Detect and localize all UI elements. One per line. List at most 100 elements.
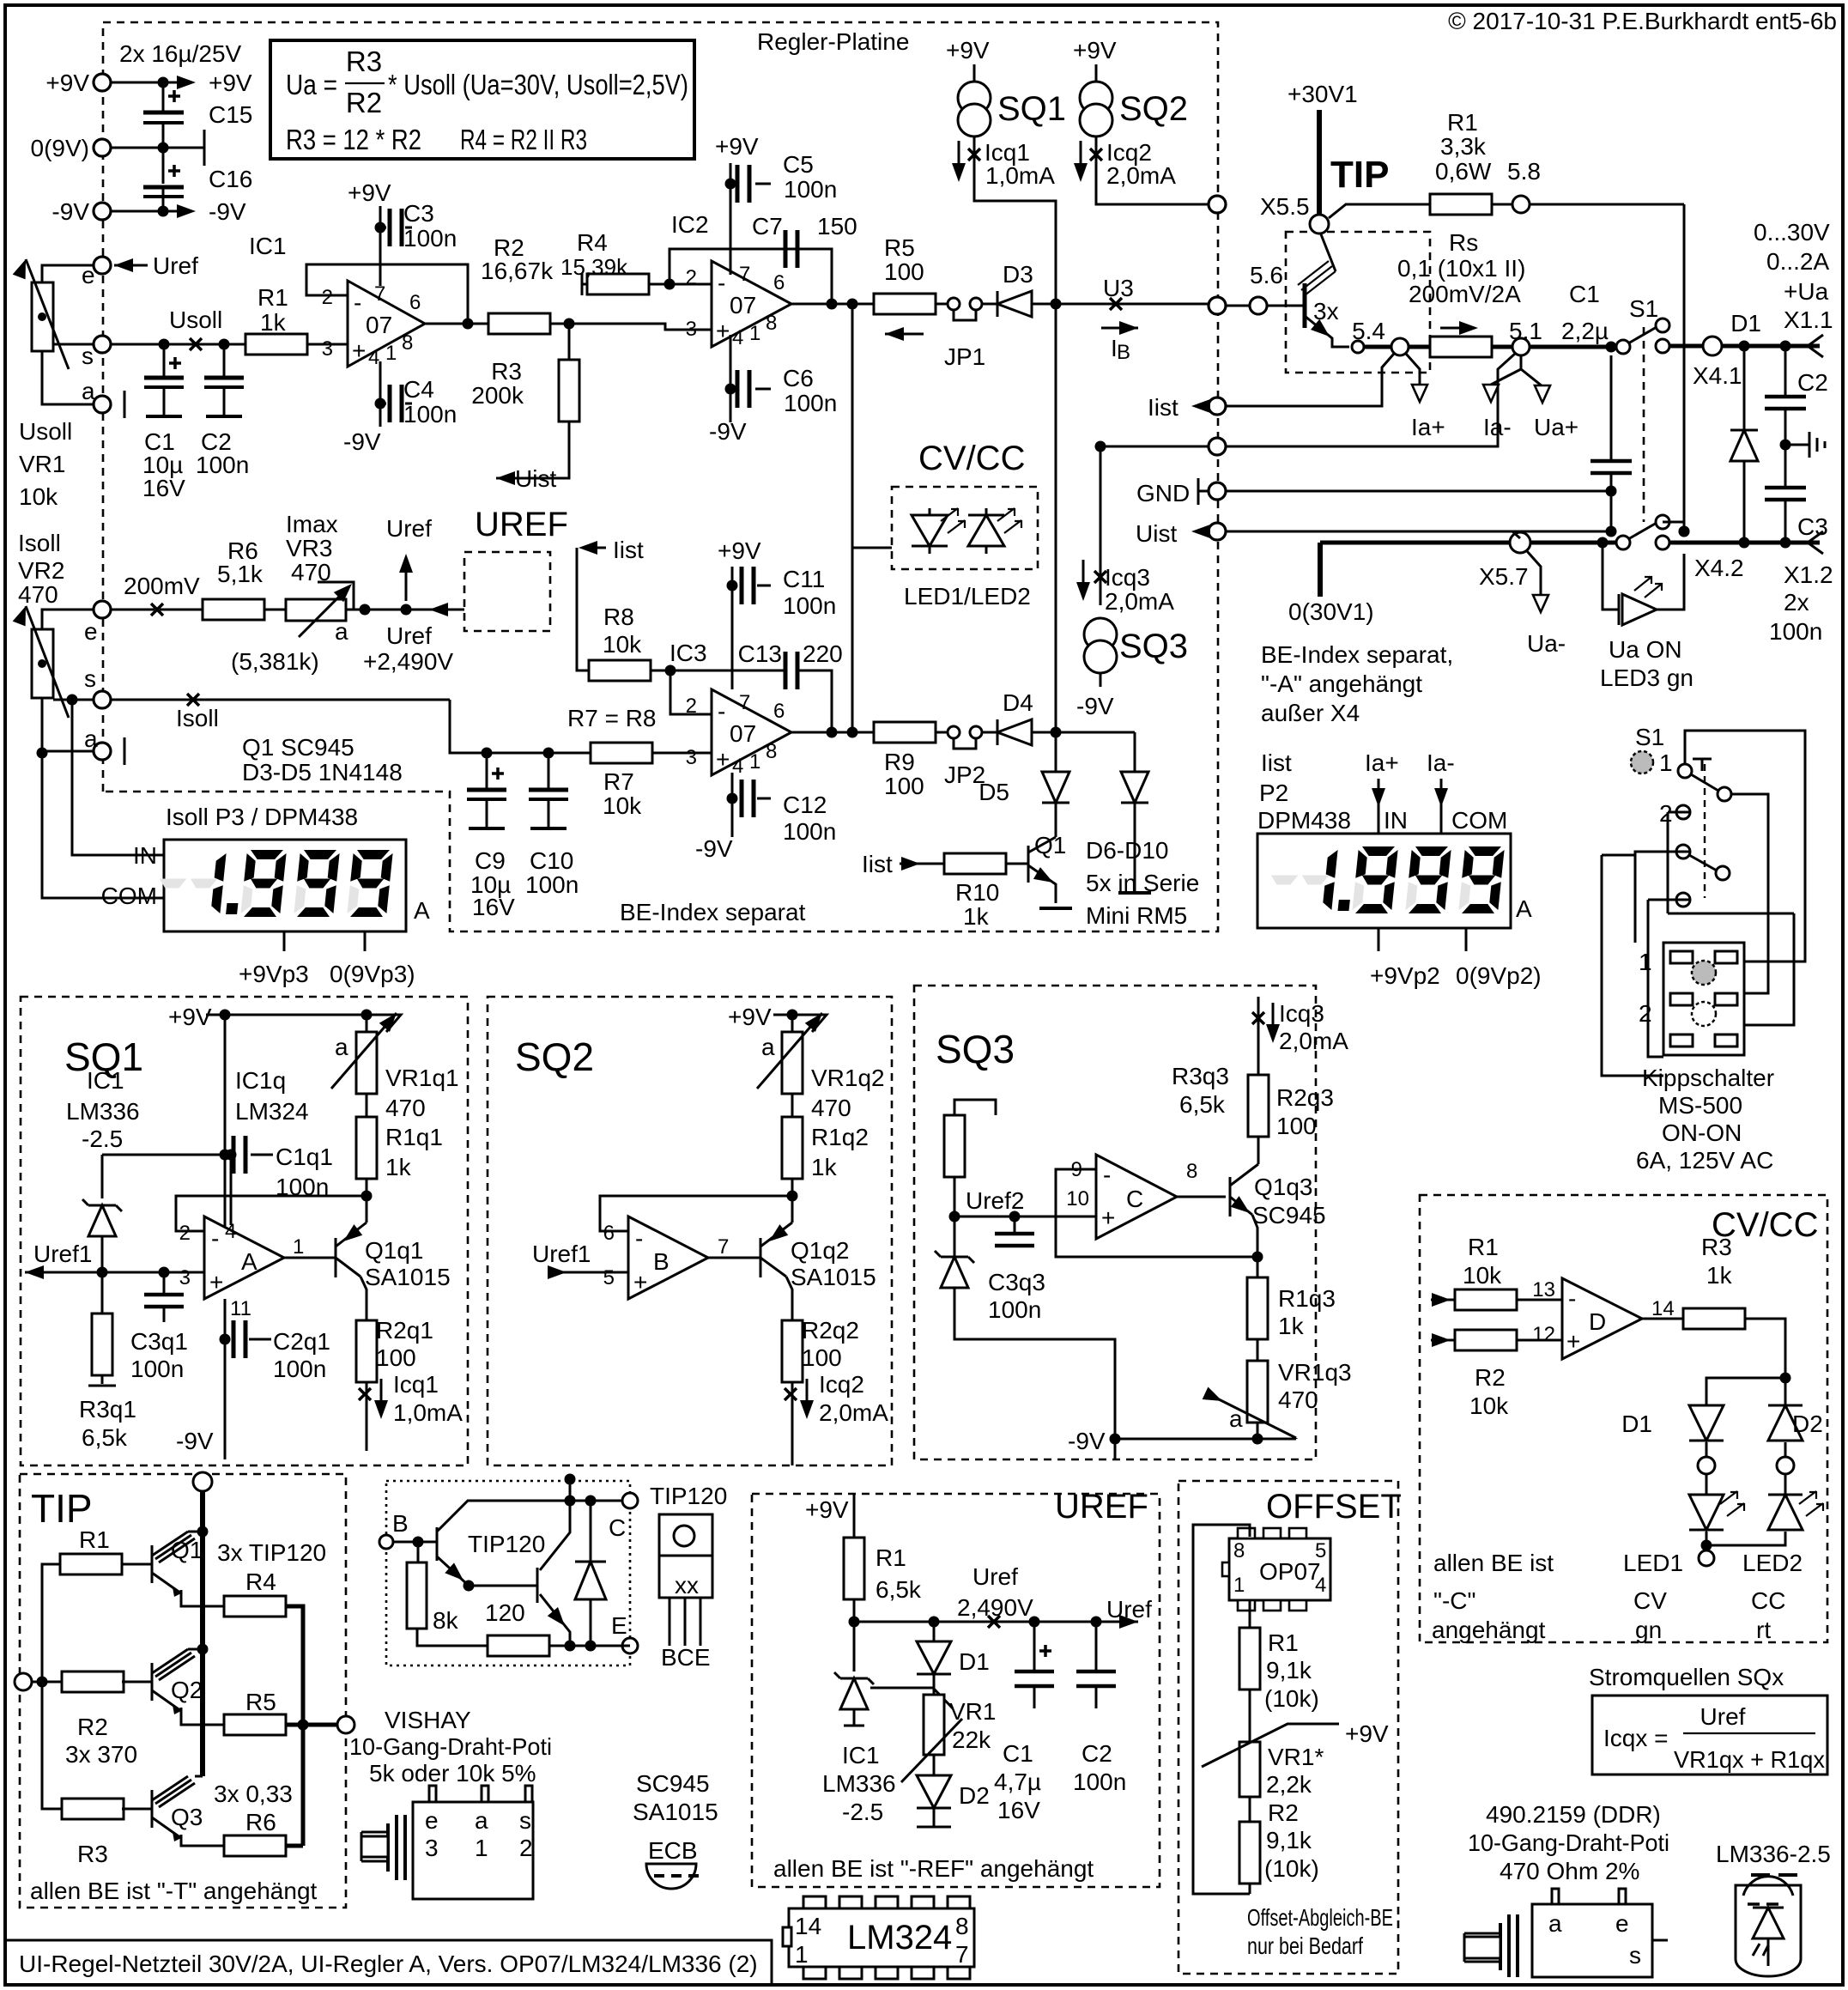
svg-text:+9V: +9V	[728, 1004, 772, 1030]
svg-text:CV/CC: CV/CC	[1712, 1206, 1818, 1244]
svg-text:TIP120: TIP120	[468, 1531, 545, 1557]
svg-text:Kippschalter: Kippschalter	[1642, 1065, 1774, 1091]
svg-text:+: +	[633, 1269, 647, 1295]
svg-text:LED1: LED1	[1623, 1550, 1683, 1576]
svg-text:-: -	[354, 289, 361, 316]
svg-text:150: 150	[817, 213, 857, 240]
svg-text:+9V: +9V	[1073, 37, 1117, 64]
svg-text:2: 2	[1659, 800, 1673, 827]
svg-text:a: a	[761, 1034, 775, 1060]
svg-text:-9V: -9V	[1068, 1428, 1106, 1454]
svg-text:C3q3: C3q3	[988, 1269, 1045, 1295]
svg-text:10: 10	[1066, 1187, 1089, 1210]
svg-text:P2: P2	[1259, 780, 1288, 806]
svg-text:Iist: Iist	[613, 537, 644, 563]
svg-text:VR2: VR2	[18, 557, 64, 584]
svg-text:22k: 22k	[952, 1726, 991, 1753]
svg-text:UREF: UREF	[1055, 1488, 1148, 1526]
svg-text:VR1: VR1	[949, 1698, 996, 1725]
svg-text:SQ2: SQ2	[515, 1034, 594, 1079]
svg-text:100n: 100n	[1073, 1769, 1126, 1795]
svg-text:8k: 8k	[433, 1607, 459, 1634]
svg-text:1,0mA: 1,0mA	[985, 162, 1055, 189]
svg-text:VR3: VR3	[286, 535, 332, 561]
svg-text:1: 1	[293, 1235, 304, 1259]
svg-text:C2: C2	[1797, 369, 1828, 396]
svg-text:s: s	[519, 1807, 531, 1834]
svg-text:X4.1: X4.1	[1693, 362, 1742, 389]
svg-text:C9: C9	[475, 847, 506, 874]
svg-text:1: 1	[475, 1835, 488, 1861]
svg-text:R1q1: R1q1	[385, 1124, 443, 1150]
svg-text:Icq3: Icq3	[1105, 564, 1150, 591]
svg-text:D: D	[1589, 1308, 1606, 1335]
svg-text:Isoll P3 / DPM438: Isoll P3 / DPM438	[166, 804, 358, 830]
svg-text:10µ: 10µ	[470, 871, 511, 898]
svg-text:CV: CV	[1633, 1587, 1667, 1614]
svg-text:1k: 1k	[1706, 1262, 1733, 1289]
svg-text:allen BE ist: allen BE ist	[1433, 1550, 1554, 1576]
svg-text:e: e	[1615, 1910, 1629, 1937]
svg-text:6,5k: 6,5k	[1179, 1091, 1226, 1118]
svg-text:10-Gang-Draht-Poti: 10-Gang-Draht-Poti	[349, 1733, 552, 1760]
svg-text:e: e	[84, 618, 98, 645]
svg-text:D2: D2	[959, 1782, 990, 1809]
svg-text:U3: U3	[1103, 275, 1134, 301]
svg-text:R4 = R2 II R3: R4 = R2 II R3	[460, 124, 587, 155]
svg-text:D1: D1	[1730, 310, 1761, 337]
svg-text:OFFSET: OFFSET	[1266, 1488, 1402, 1526]
svg-text:C3: C3	[403, 200, 434, 227]
svg-text:-9V: -9V	[343, 428, 381, 455]
svg-text:R1: R1	[1447, 109, 1478, 136]
svg-text:3x 0,33: 3x 0,33	[214, 1781, 293, 1807]
svg-text:Ua+: Ua+	[1534, 414, 1578, 440]
svg-text:+9V: +9V	[1345, 1720, 1389, 1747]
svg-text:D1: D1	[1621, 1411, 1652, 1437]
svg-text:R7 = R8: R7 = R8	[567, 705, 657, 731]
svg-text:VR1q3: VR1q3	[1278, 1359, 1352, 1386]
svg-text:5x in Serie: 5x in Serie	[1086, 870, 1199, 896]
svg-text:R2: R2	[77, 1714, 108, 1740]
svg-text:R2: R2	[1475, 1364, 1506, 1391]
svg-text:"-C": "-C"	[1433, 1587, 1475, 1614]
svg-text:R1q3: R1q3	[1278, 1285, 1336, 1312]
svg-text:+9V: +9V	[715, 133, 759, 160]
svg-text:200k: 200k	[471, 382, 524, 409]
svg-text:R8: R8	[603, 604, 634, 630]
svg-text:Q1q1: Q1q1	[365, 1237, 424, 1264]
svg-text:Rs: Rs	[1449, 229, 1478, 256]
svg-text:2: 2	[179, 1222, 191, 1245]
svg-text:C4: C4	[403, 376, 434, 403]
svg-text:Regler-Platine: Regler-Platine	[757, 28, 909, 55]
svg-text:© 2017-10-31 P.E.Burkhardt ent: © 2017-10-31 P.E.Burkhardt ent5-6b	[1448, 8, 1837, 34]
svg-text:C11: C11	[783, 566, 825, 592]
svg-text:A: A	[241, 1248, 258, 1275]
svg-text:SA1015: SA1015	[791, 1264, 876, 1290]
svg-text:Ia+: Ia+	[1365, 749, 1399, 776]
svg-text:7: 7	[739, 263, 750, 286]
svg-text:+9Vp2: +9Vp2	[1370, 962, 1440, 989]
svg-text:B: B	[653, 1248, 670, 1275]
svg-text:Q2: Q2	[171, 1677, 203, 1703]
svg-text:4: 4	[732, 755, 743, 778]
svg-text:X1.1: X1.1	[1784, 306, 1833, 333]
svg-text:+9Vp3: +9Vp3	[239, 961, 309, 987]
svg-text:Isoll: Isoll	[18, 530, 61, 556]
svg-text:100: 100	[884, 773, 924, 799]
svg-text:100n: 100n	[273, 1356, 326, 1382]
svg-text:UREF: UREF	[475, 506, 568, 543]
svg-text:Uist: Uist	[515, 465, 556, 492]
svg-text:2: 2	[322, 286, 333, 309]
svg-text:470: 470	[385, 1095, 426, 1121]
svg-text:LM336: LM336	[822, 1770, 896, 1797]
svg-text:R3q3: R3q3	[1172, 1063, 1229, 1089]
svg-text:3: 3	[686, 318, 697, 341]
svg-text:100n: 100n	[130, 1356, 184, 1382]
svg-text:TIP: TIP	[31, 1486, 93, 1531]
svg-text:X4.2: X4.2	[1694, 555, 1744, 581]
svg-text:100: 100	[1276, 1113, 1317, 1139]
svg-text:R1: R1	[876, 1544, 906, 1571]
svg-text:* Usoll (Ua=30V, Usoll=2,5V): * Usoll (Ua=30V, Usoll=2,5V)	[388, 69, 688, 100]
svg-text:Uref: Uref	[153, 252, 198, 279]
svg-text:R2q1: R2q1	[376, 1317, 433, 1344]
